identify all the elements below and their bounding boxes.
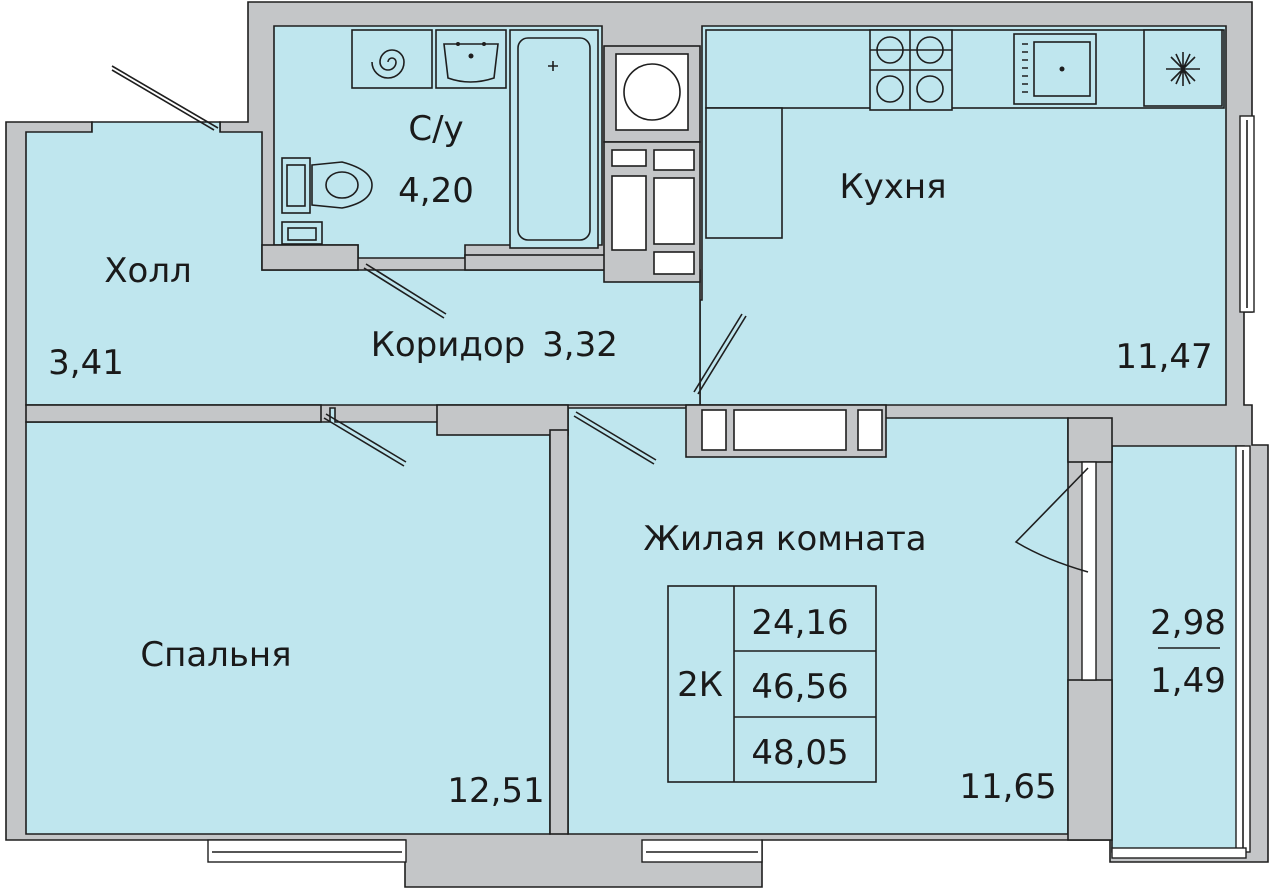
bathroom-name: С/у [408,109,463,149]
windows [207,115,1255,863]
living-window [641,839,763,863]
hall-name: Холл [104,251,192,291]
room-balcony [1111,445,1245,853]
room-bedroom [25,407,551,835]
corridor-name: Коридор [371,325,526,365]
total-area-with-balcony: 48,05 [751,733,848,773]
bathroom-door [365,263,447,315]
total-area: 46,56 [751,667,848,707]
bedroom-window [207,839,407,863]
washing-machine-icon [351,29,433,89]
rooms [25,25,1245,853]
bathtub-icon [509,29,599,249]
bedroom-door [325,413,407,463]
entrance-door [111,65,219,129]
kitchen-area: 11,47 [1115,337,1212,377]
living-area: 11,65 [959,767,1056,807]
living-door [575,411,657,461]
balcony-area-full: 2,98 [1150,603,1226,643]
summary-table [667,585,877,783]
bedroom-name: Спальня [140,635,291,675]
living-area-total: 24,16 [751,603,848,643]
doors [111,65,1089,573]
interior-walls [25,244,1113,841]
bathroom-fixtures [281,29,599,249]
balcony-door-swing [1014,467,1089,573]
corridor-area: 3,32 [542,325,618,365]
radiator-block [685,404,887,458]
hall-area: 3,41 [48,343,124,383]
living-name: Жилая комната [643,519,926,559]
kitchen-fixtures [705,29,1225,239]
kitchen-name: Кухня [839,167,946,207]
labels: С/у 4,20 Кухня 11,47 Холл 3,41 Коридор 3… [48,109,1226,811]
balcony-area-reduced: 1,49 [1150,661,1226,701]
fridge-icon [705,107,783,239]
bedroom-area: 12,51 [447,771,544,811]
ventilation-shaft [603,45,701,283]
bathroom-area: 4,20 [398,171,474,211]
apartment-type: 2К [677,665,723,705]
kitchen-door [693,313,743,393]
